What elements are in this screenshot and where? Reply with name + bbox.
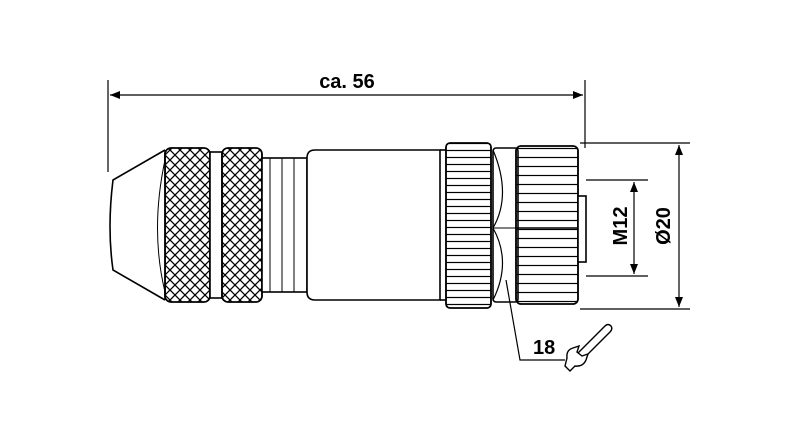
wrench-size-label: 18 (533, 337, 555, 359)
front-head (492, 147, 519, 303)
diameter-dimension (580, 142, 690, 310)
wrench-icon (564, 323, 613, 372)
neck-section (261, 157, 308, 293)
wrench-callout (505, 279, 565, 361)
connector-body (109, 142, 587, 309)
diameter-label: Ø20 (653, 207, 675, 245)
thread-stub (577, 195, 587, 263)
front-ribbed-nut (515, 145, 579, 305)
length-dimension (107, 80, 586, 172)
knurled-nut-1 (164, 147, 211, 303)
thread-label: M12 (610, 207, 632, 246)
knurled-nut-2 (221, 147, 263, 303)
wrench-leader-line (505, 279, 565, 361)
thread-dimension (586, 179, 648, 277)
cable-entry-cone (109, 149, 166, 301)
main-sleeve (306, 149, 441, 301)
length-label: ca. 56 (319, 71, 375, 93)
coupling-nut (445, 142, 492, 309)
